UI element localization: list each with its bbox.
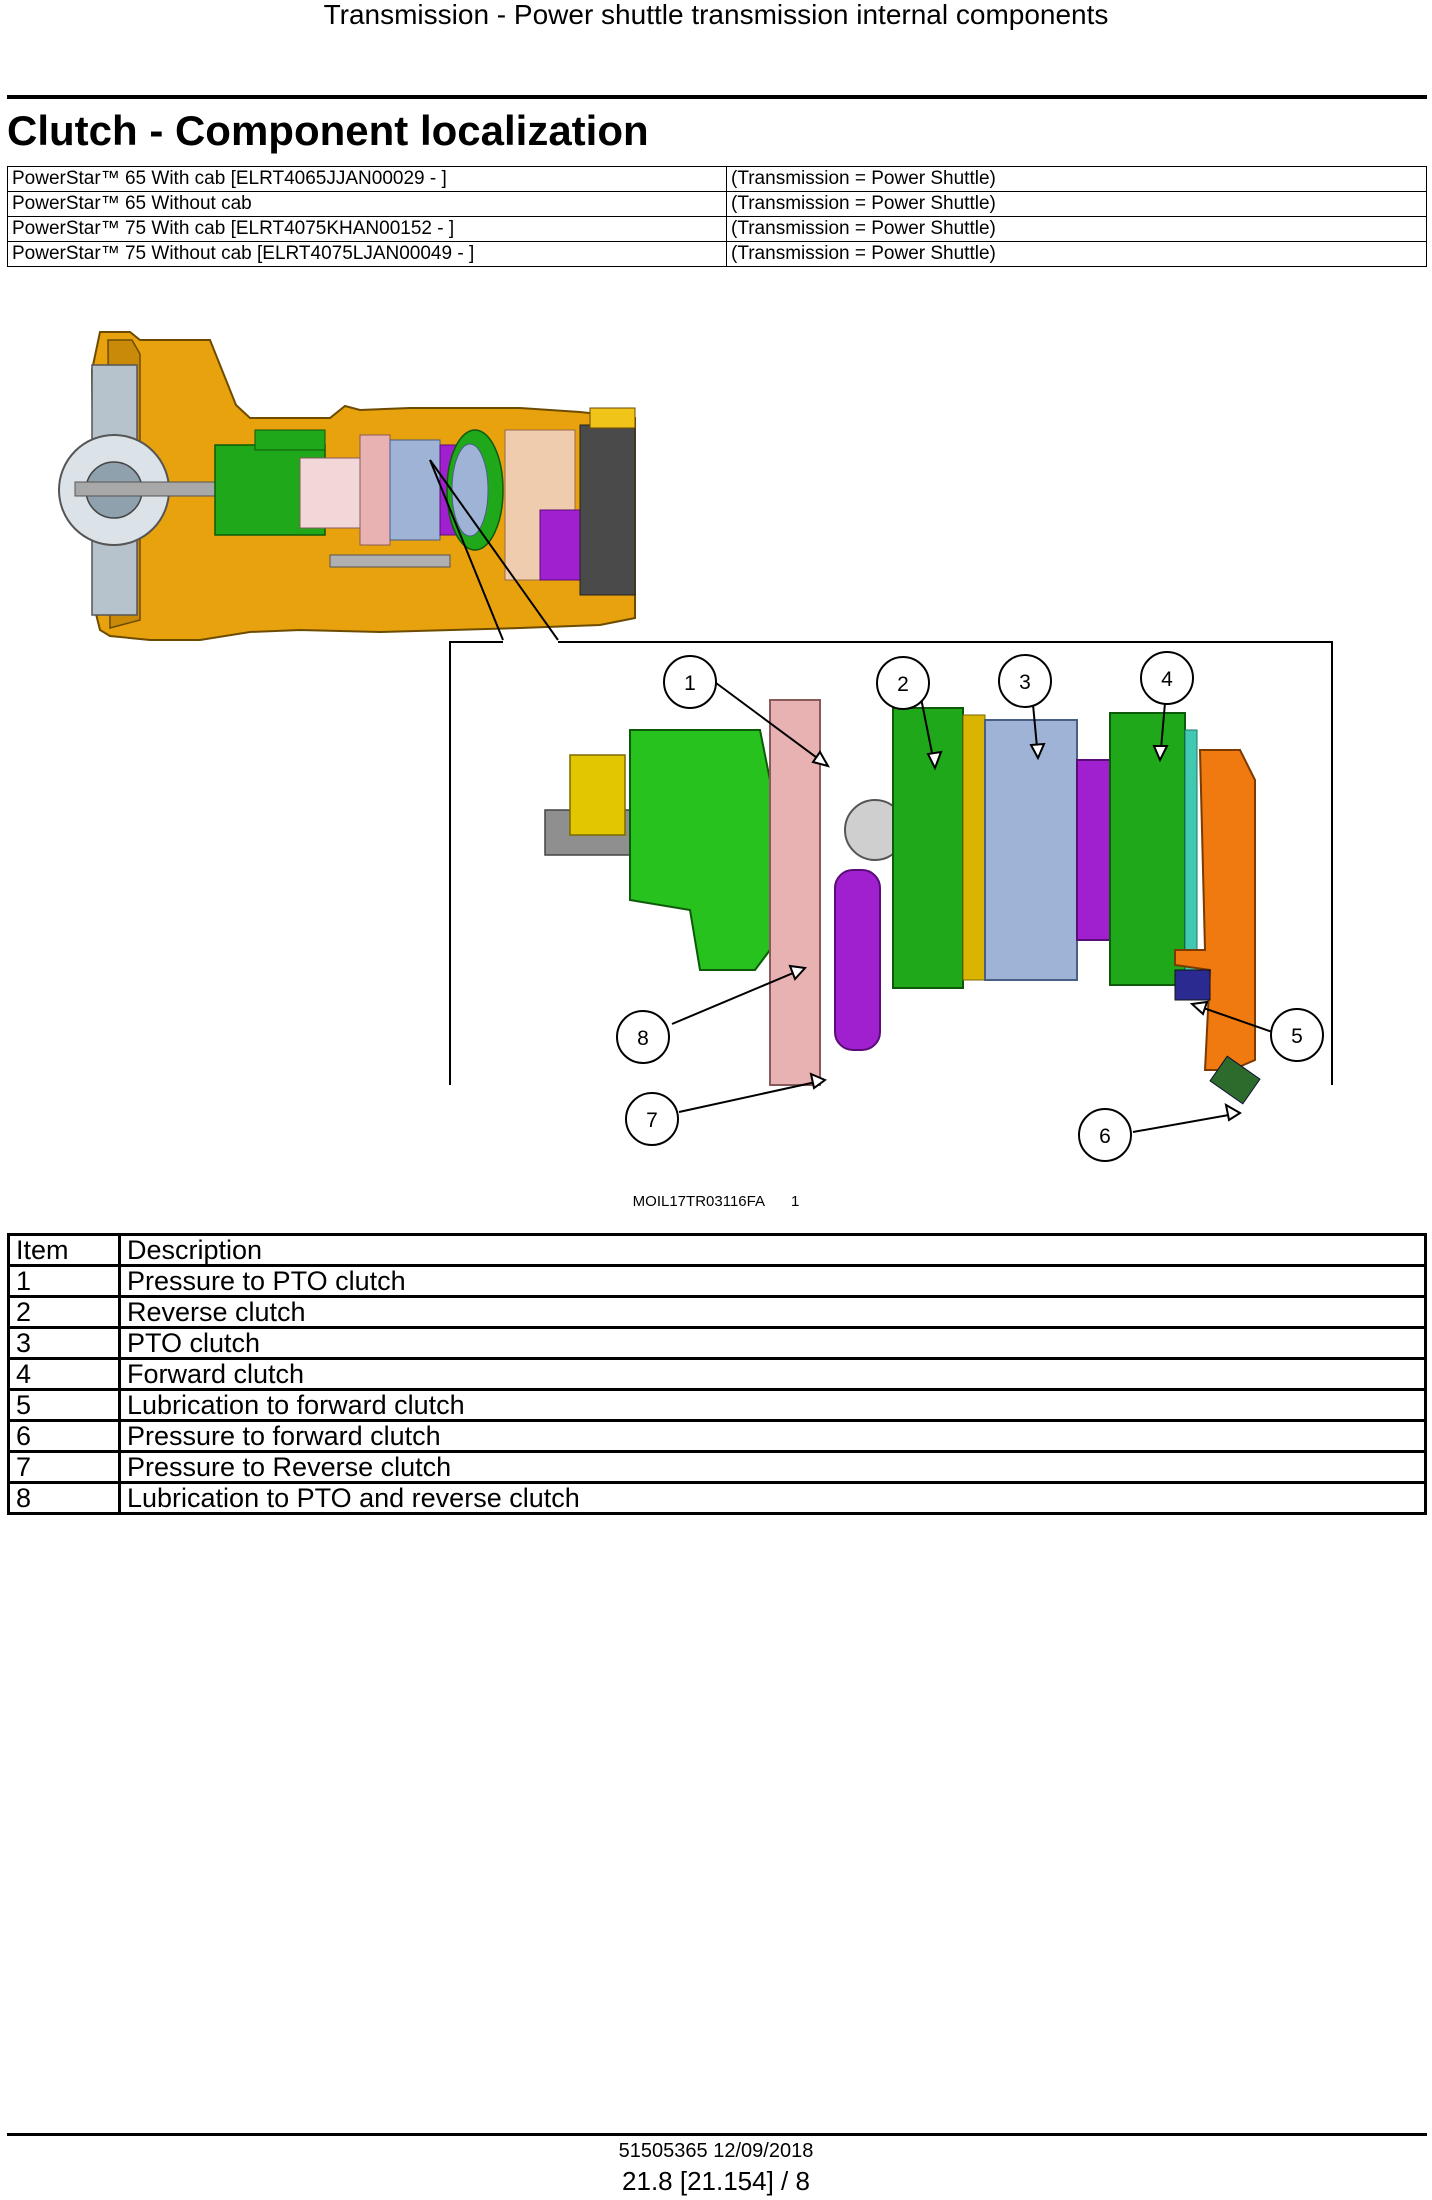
svg-text:8: 8: [637, 1027, 649, 1050]
callout-8: 8: [616, 1010, 670, 1064]
item-number: 1: [7, 1264, 121, 1298]
detail-frame: [449, 641, 503, 1085]
item-description: Pressure to Reverse clutch: [118, 1450, 1427, 1484]
condition-cell: (Transmission = Power Shuttle): [726, 241, 1427, 267]
item-number: 5: [7, 1388, 121, 1422]
item-description: Reverse clutch: [118, 1295, 1427, 1329]
model-cell: PowerStar™ 65 Without cab: [7, 191, 727, 217]
item-number: 3: [7, 1326, 121, 1360]
svg-text:7: 7: [646, 1109, 658, 1132]
clutch-detail: [544, 699, 1261, 1105]
table-row: 8 Lubrication to PTO and reverse clutch: [7, 1481, 1427, 1515]
table-row: 5 Lubrication to forward clutch: [7, 1388, 1427, 1422]
item-description: Lubrication to PTO and reverse clutch: [118, 1481, 1427, 1515]
applicability-row: PowerStar™ 75 Without cab [ELRT4075LJAN0…: [7, 241, 1427, 267]
page-id: 21.8 [21.154] / 8: [622, 2166, 810, 2196]
callout-arrowheads: [788, 742, 1242, 1122]
item-description: Pressure to forward clutch: [118, 1419, 1427, 1453]
item-description: Pressure to PTO clutch: [118, 1264, 1427, 1298]
item-number: 4: [7, 1357, 121, 1391]
header-item: Item: [7, 1233, 121, 1267]
table-row: 2 Reverse clutch: [7, 1295, 1427, 1329]
item-number: 7: [7, 1450, 121, 1484]
header-rule: [7, 95, 1427, 99]
svg-text:4: 4: [1161, 668, 1173, 691]
condition-cell: (Transmission = Power Shuttle): [726, 191, 1427, 217]
running-title: Transmission - Power shuttle transmissio…: [323, 0, 1109, 30]
applicability-row: PowerStar™ 75 With cab [ELRT4075KHAN0015…: [7, 216, 1427, 242]
callout-4: 4: [1140, 651, 1194, 705]
condition-cell: (Transmission = Power Shuttle): [726, 166, 1427, 192]
applicability-row: PowerStar™ 65 With cab [ELRT4065JJAN0002…: [7, 166, 1427, 192]
model-cell: PowerStar™ 75 With cab [ELRT4075KHAN0015…: [7, 216, 727, 242]
model-cell: PowerStar™ 75 Without cab [ELRT4075LJAN0…: [7, 241, 727, 267]
applicability-row: PowerStar™ 65 Without cab (Transmission …: [7, 191, 1427, 217]
callout-7: 7: [625, 1092, 679, 1146]
items-table: Item Description 1 Pressure to PTO clutc…: [7, 1233, 1427, 1515]
applicability-table: PowerStar™ 65 With cab [ELRT4065JJAN0002…: [7, 166, 1427, 267]
item-number: 2: [7, 1295, 121, 1329]
svg-text:6: 6: [1099, 1125, 1111, 1148]
model-cell: PowerStar™ 65 With cab [ELRT4065JJAN0002…: [7, 166, 727, 192]
callout-3: 3: [998, 654, 1052, 708]
svg-text:3: 3: [1019, 671, 1031, 694]
condition-cell: (Transmission = Power Shuttle): [726, 216, 1427, 242]
item-number: 6: [7, 1419, 121, 1453]
item-description: Lubrication to forward clutch: [118, 1388, 1427, 1422]
transmission-overview: [58, 331, 636, 641]
item-number: 8: [7, 1481, 121, 1515]
image-code: MOIL17TR03116FA: [632, 1193, 765, 1210]
table-row: 1 Pressure to PTO clutch: [7, 1264, 1427, 1298]
table-row: 4 Forward clutch: [7, 1357, 1427, 1391]
svg-text:5: 5: [1291, 1025, 1303, 1048]
section-title: Clutch - Component localization: [7, 107, 649, 154]
figure-number: 1: [790, 1193, 800, 1210]
component-figure: 1 2 3 4 5 6 7 8: [0, 310, 1432, 1210]
callout-2: 2: [876, 656, 930, 710]
footer-rule: [7, 2133, 1427, 2136]
transmission-illustration: 1 2 3 4 5 6 7 8: [58, 331, 1333, 1162]
item-description: Forward clutch: [118, 1357, 1427, 1391]
header-description: Description: [118, 1233, 1427, 1267]
table-row: 3 PTO clutch: [7, 1326, 1427, 1360]
leader-line: [429, 459, 559, 641]
leader-line: [429, 459, 504, 641]
figure-caption: MOIL17TR03116FA 1: [0, 1193, 1432, 1210]
item-description: PTO clutch: [118, 1326, 1427, 1360]
table-row: 6 Pressure to forward clutch: [7, 1419, 1427, 1453]
table-row: 7 Pressure to Reverse clutch: [7, 1450, 1427, 1484]
detail-frame: [558, 641, 1333, 1085]
callout-5: 5: [1270, 1008, 1324, 1062]
callout-6: 6: [1078, 1108, 1132, 1162]
document-id: 51505365 12/09/2018: [618, 2140, 814, 2162]
svg-text:1: 1: [684, 672, 696, 695]
items-header-row: Item Description: [7, 1233, 1427, 1267]
callout-1: 1: [663, 655, 717, 709]
svg-text:2: 2: [897, 673, 909, 696]
